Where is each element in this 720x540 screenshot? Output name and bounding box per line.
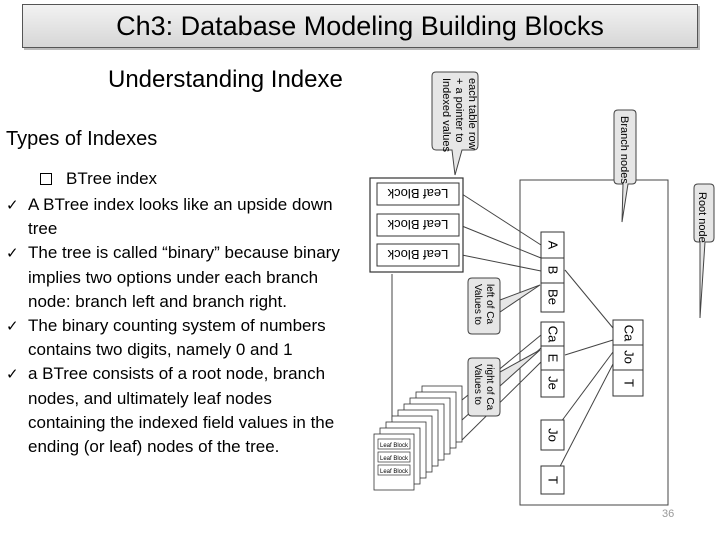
bullet-item: ✓ The tree is called “binary” because bi… xyxy=(6,241,351,314)
square-bullet-icon xyxy=(40,173,52,185)
slide-title-text: Ch3: Database Modeling Building Blocks xyxy=(116,10,604,41)
svg-text:Leaf Block: Leaf Block xyxy=(387,217,448,232)
bullet-item: ✓ The binary counting system of numbers … xyxy=(6,314,351,362)
branch-key: E xyxy=(546,354,561,363)
checkmark-icon: ✓ xyxy=(6,244,19,263)
callout-right-line: Values to xyxy=(472,364,483,405)
callout-left-line: left of Ca xyxy=(484,284,495,324)
svg-text:Leaf Block: Leaf Block xyxy=(380,469,409,475)
leaf-block: Leaf Block xyxy=(376,213,460,237)
callout-right-of-ca xyxy=(467,349,541,417)
branch-key: Ca xyxy=(546,326,561,343)
diagram-frame xyxy=(519,179,669,506)
callout-indexed-line: + a pointer to xyxy=(453,78,465,143)
callout-branch-nodes xyxy=(613,109,637,223)
svg-text:Leaf Block: Leaf Block xyxy=(380,443,409,449)
root-key: T xyxy=(622,379,637,387)
branch-key: T xyxy=(546,476,561,484)
leaf-block: Leaf Block xyxy=(376,243,460,267)
bullet-text: The binary counting system of numbers co… xyxy=(28,316,326,360)
bullet-text: The tree is called “binary” because bina… xyxy=(28,243,340,311)
callout-branch-text: Branch nodes xyxy=(618,116,630,184)
callout-indexed-line: Indexed values xyxy=(440,78,452,152)
leaf-stack-cascade xyxy=(373,385,463,491)
subtitle: Understanding Indexe xyxy=(108,66,343,93)
callout-root-text: Root node xyxy=(696,192,708,243)
branch-node-3 xyxy=(540,419,565,451)
callout-left-of-ca xyxy=(467,277,541,335)
svg-text:Leaf Block: Leaf Block xyxy=(380,456,409,462)
bullet-item: ✓ a BTree consists of a root node, branc… xyxy=(6,362,351,459)
callout-indexed-line: each table row xyxy=(466,78,478,150)
root-key: Ca xyxy=(622,325,637,342)
branch-node-1 xyxy=(540,231,565,313)
branch-key: Be xyxy=(546,289,561,305)
checkmark-icon: ✓ xyxy=(6,365,19,384)
branch-node-2 xyxy=(540,321,565,398)
root-key: Jo xyxy=(622,350,637,364)
branch-key: A xyxy=(546,241,561,250)
slide-title: Ch3: Database Modeling Building Blocks xyxy=(22,4,698,48)
branch-key: Je xyxy=(546,376,561,390)
page-number: 36 xyxy=(662,508,675,520)
callout-root-node xyxy=(693,183,715,319)
bullet-text: A BTree index looks like an upside down … xyxy=(28,195,333,239)
checkmark-icon: ✓ xyxy=(6,317,19,336)
root-node xyxy=(612,319,644,397)
leaf-cascade-front: Leaf Block Leaf Block Leaf Block xyxy=(377,438,411,476)
branch-key: B xyxy=(546,266,561,275)
svg-text:Leaf Block: Leaf Block xyxy=(387,247,448,262)
bullet-heading-text: BTree index xyxy=(66,169,158,188)
callout-left-line: Values to xyxy=(472,284,483,325)
bullet-heading: BTree index xyxy=(40,169,157,189)
branch-key: Jo xyxy=(546,428,561,442)
bullet-item: ✓ A BTree index looks like an upside dow… xyxy=(6,193,351,241)
bullet-text: a BTree consists of a root node, branch … xyxy=(28,364,335,457)
callout-right-line: right of Ca xyxy=(484,364,495,411)
section-heading: Types of Indexes xyxy=(6,128,158,150)
svg-text:Leaf Block: Leaf Block xyxy=(387,186,448,201)
bullet-list: ✓ A BTree index looks like an upside dow… xyxy=(6,193,351,459)
callout-indexed-values xyxy=(431,71,479,176)
branch-node-4 xyxy=(540,465,565,495)
leaf-block: Leaf Block xyxy=(376,182,460,206)
checkmark-icon: ✓ xyxy=(6,196,19,214)
